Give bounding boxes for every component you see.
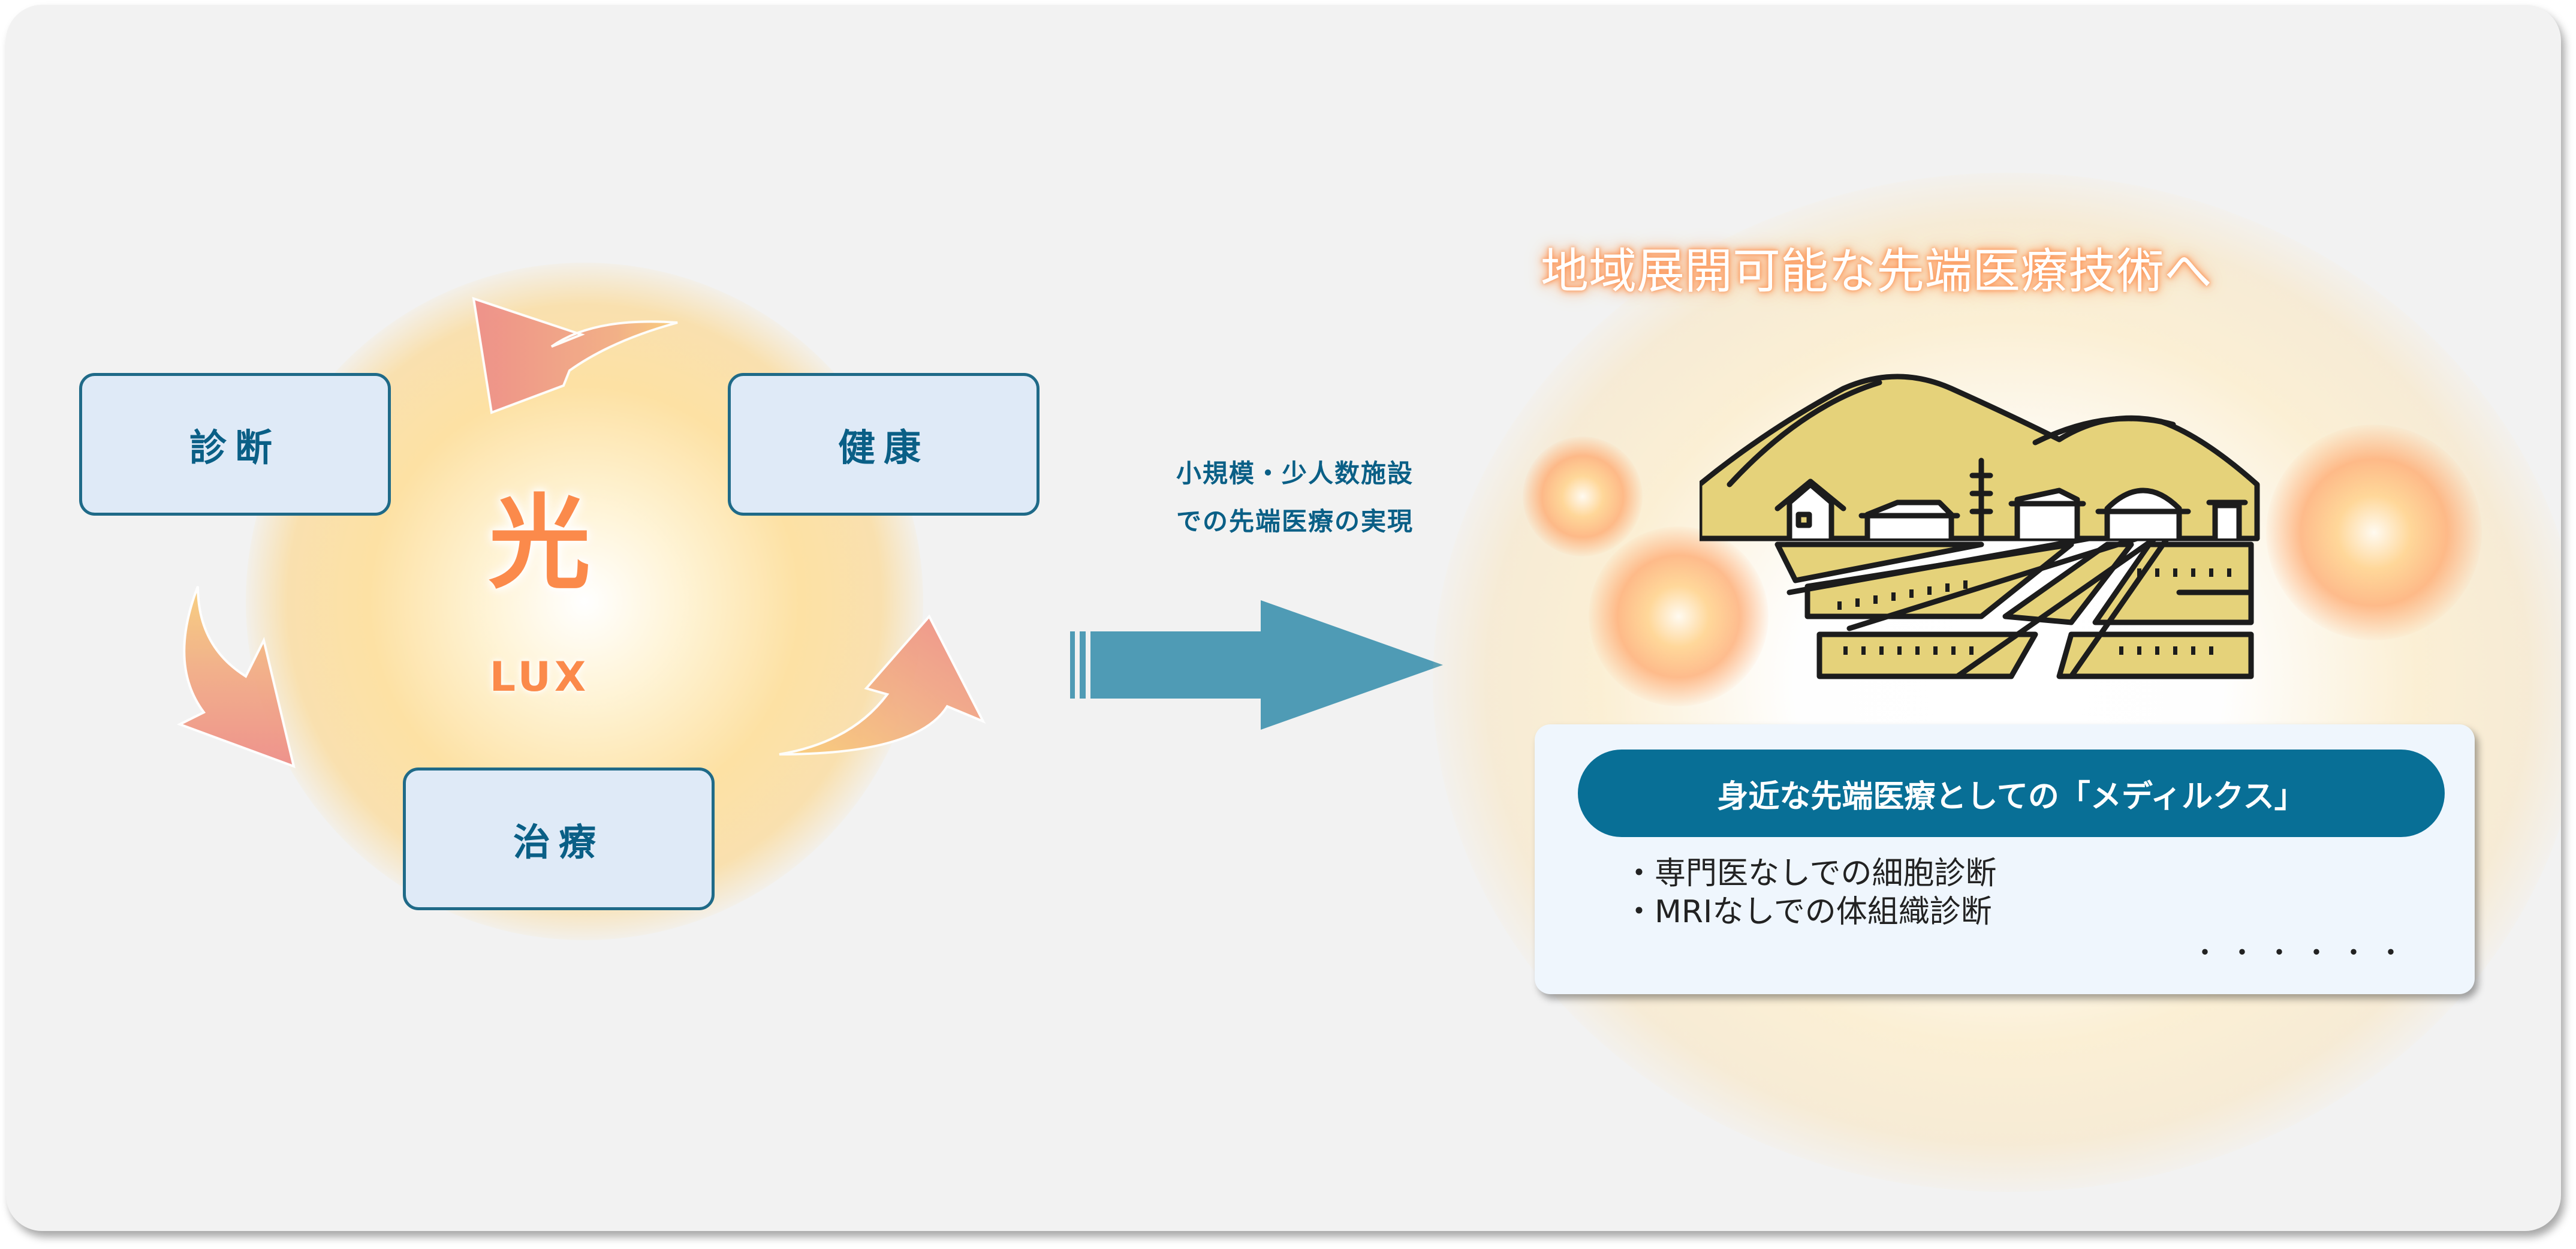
node-health-label: 健康 bbox=[837, 426, 929, 469]
cycle-arrow-top bbox=[472, 297, 678, 414]
center-kanji: 光 bbox=[488, 483, 590, 603]
light-orb bbox=[1589, 526, 1768, 706]
diagram-frame: 診断 健康 治療 光 LUX bbox=[6, 5, 2561, 1231]
medilux-card-item: ・専門医なしでの細胞診断 bbox=[1623, 856, 1997, 892]
node-diagnosis-label: 診断 bbox=[189, 426, 281, 469]
transition-caption-line2: での先端医療の実現 bbox=[1176, 507, 1414, 536]
light-orb bbox=[2266, 425, 2482, 640]
node-health: 健康 bbox=[728, 373, 1040, 516]
node-treatment: 治療 bbox=[403, 768, 715, 910]
transition-caption-line1: 小規模・少人数施設 bbox=[1176, 459, 1414, 488]
medilux-card-ellipsis: ・・・・・・ bbox=[2192, 938, 2415, 968]
node-treatment-label: 治療 bbox=[513, 820, 604, 864]
center-lux-label: LUX bbox=[489, 654, 590, 701]
medilux-card: 身近な先端医療としての「メディルクス」 ・専門医なしでの細胞診断 ・MRIなしで… bbox=[1535, 724, 2475, 994]
medilux-card-item: ・MRIなしでの体組織診断 bbox=[1623, 894, 1992, 930]
cycle-arrow-left bbox=[176, 586, 296, 769]
node-diagnosis: 診断 bbox=[79, 373, 391, 516]
light-orb bbox=[1523, 437, 1643, 556]
cycle-arrow-right bbox=[779, 614, 986, 756]
medilux-card-header: 身近な先端医療としての「メディルクス」 bbox=[1578, 750, 2445, 837]
regional-title: 地域展開可能な先端医療技術へ bbox=[1541, 243, 2212, 299]
transition-arrow bbox=[1070, 600, 1443, 730]
village-landscape-illustration bbox=[1700, 374, 2260, 679]
